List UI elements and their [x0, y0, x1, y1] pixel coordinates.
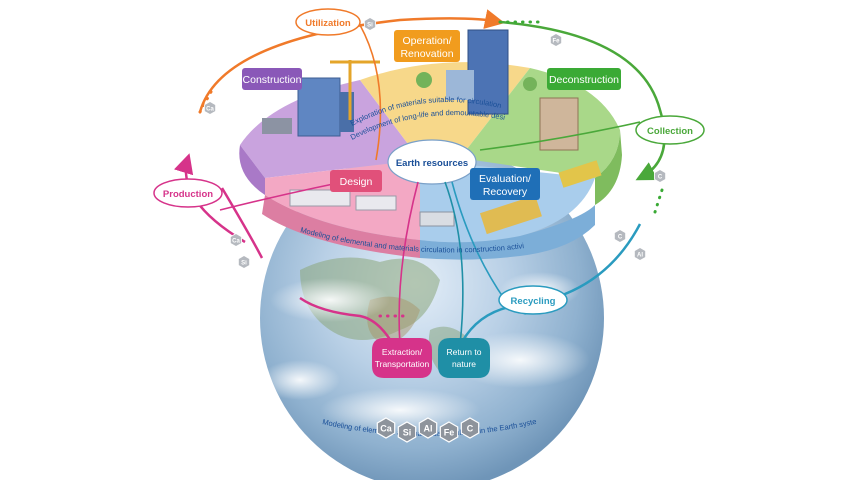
utilization-label: Utilization — [305, 18, 351, 29]
element-symbol: Si — [403, 428, 412, 438]
operation-label-line2: Renovation — [400, 48, 453, 60]
illustrations — [262, 29, 602, 235]
collection-label: Collection — [647, 126, 693, 137]
floating-element-hexagon: Fe — [550, 33, 562, 47]
operation-label-bg — [394, 30, 460, 62]
stage-construction: Construction — [242, 68, 302, 90]
return-label-line1: Return to — [447, 347, 482, 357]
stage-design: Design — [330, 170, 382, 192]
floating-element-symbol: Ca — [232, 239, 240, 245]
floating-element-symbol: Ca — [206, 107, 214, 113]
floating-element-hexagon: C — [614, 229, 626, 243]
earth-resources-label: Earth resources — [396, 158, 468, 169]
design-label: Design — [340, 176, 373, 188]
cycle-production: Production — [153, 178, 223, 208]
floating-element-hexagon: Ca — [203, 101, 217, 115]
cycle-utilization: Utilization — [295, 8, 361, 36]
extraction-label-line2: Transportation — [375, 359, 430, 369]
floating-element-symbol: C — [658, 175, 663, 181]
element-hexagon: Si — [397, 421, 417, 443]
extraction-bubble: Extraction/ Transportation — [372, 338, 432, 378]
cycle-collection: Collection — [635, 115, 705, 145]
deconstruction-label-bg — [547, 68, 621, 90]
recycling-label: Recycling — [511, 296, 556, 307]
floating-element-hexagon: Si — [237, 255, 251, 269]
construction-ring — [239, 62, 622, 260]
stage-operation: Operation/ Renovation — [394, 30, 460, 62]
deconstruction-label: Deconstruction — [549, 74, 619, 86]
cycle-recycling: Recycling — [498, 285, 568, 315]
element-row: Ca Si Al Fe C — [376, 417, 480, 443]
production-label: Production — [163, 189, 213, 200]
extraction-label-line1: Extraction/ — [382, 347, 423, 357]
floating-element-symbol: Si — [241, 261, 247, 267]
floating-element-hexagon: Si — [363, 17, 377, 31]
element-hexagon: Ca — [376, 417, 396, 439]
floating-element-symbol: Al — [637, 253, 643, 259]
floating-element-symbol: Si — [367, 23, 373, 29]
element-symbol: Ca — [380, 424, 392, 434]
evaluation-label-bg — [470, 168, 540, 200]
element-symbol: Al — [424, 424, 433, 434]
element-hexagon: Fe — [439, 421, 459, 443]
design-label-bg — [330, 170, 382, 192]
element-hexagon: C — [460, 417, 480, 439]
element-hexagon: Al — [418, 417, 438, 439]
return-bubble: Return to nature — [438, 338, 490, 378]
dotted-continuations — [198, 20, 664, 318]
evaluation-label-line2: Recovery — [483, 186, 528, 198]
floating-element-symbol: C — [618, 235, 623, 241]
element-symbol: C — [467, 424, 474, 434]
floating-element-hexagon: Al — [634, 247, 646, 261]
operation-label-line1: Operation/ — [402, 35, 451, 47]
internal-arrows — [219, 24, 641, 346]
element-symbol: Fe — [444, 428, 455, 438]
construction-label-bg — [242, 68, 302, 90]
return-label-line2: nature — [452, 359, 476, 369]
floating-element-hexagon: Ca — [229, 233, 243, 247]
evaluation-label-line1: Evaluation/ — [479, 173, 531, 185]
stage-evaluation: Evaluation/ Recovery — [470, 168, 540, 200]
floating-element-symbol: Fe — [552, 39, 560, 45]
construction-label: Construction — [243, 74, 302, 86]
outer-cycle-arrows — [174, 9, 666, 349]
floating-element-hexagon: C — [654, 169, 666, 183]
stage-deconstruction: Deconstruction — [547, 68, 621, 90]
